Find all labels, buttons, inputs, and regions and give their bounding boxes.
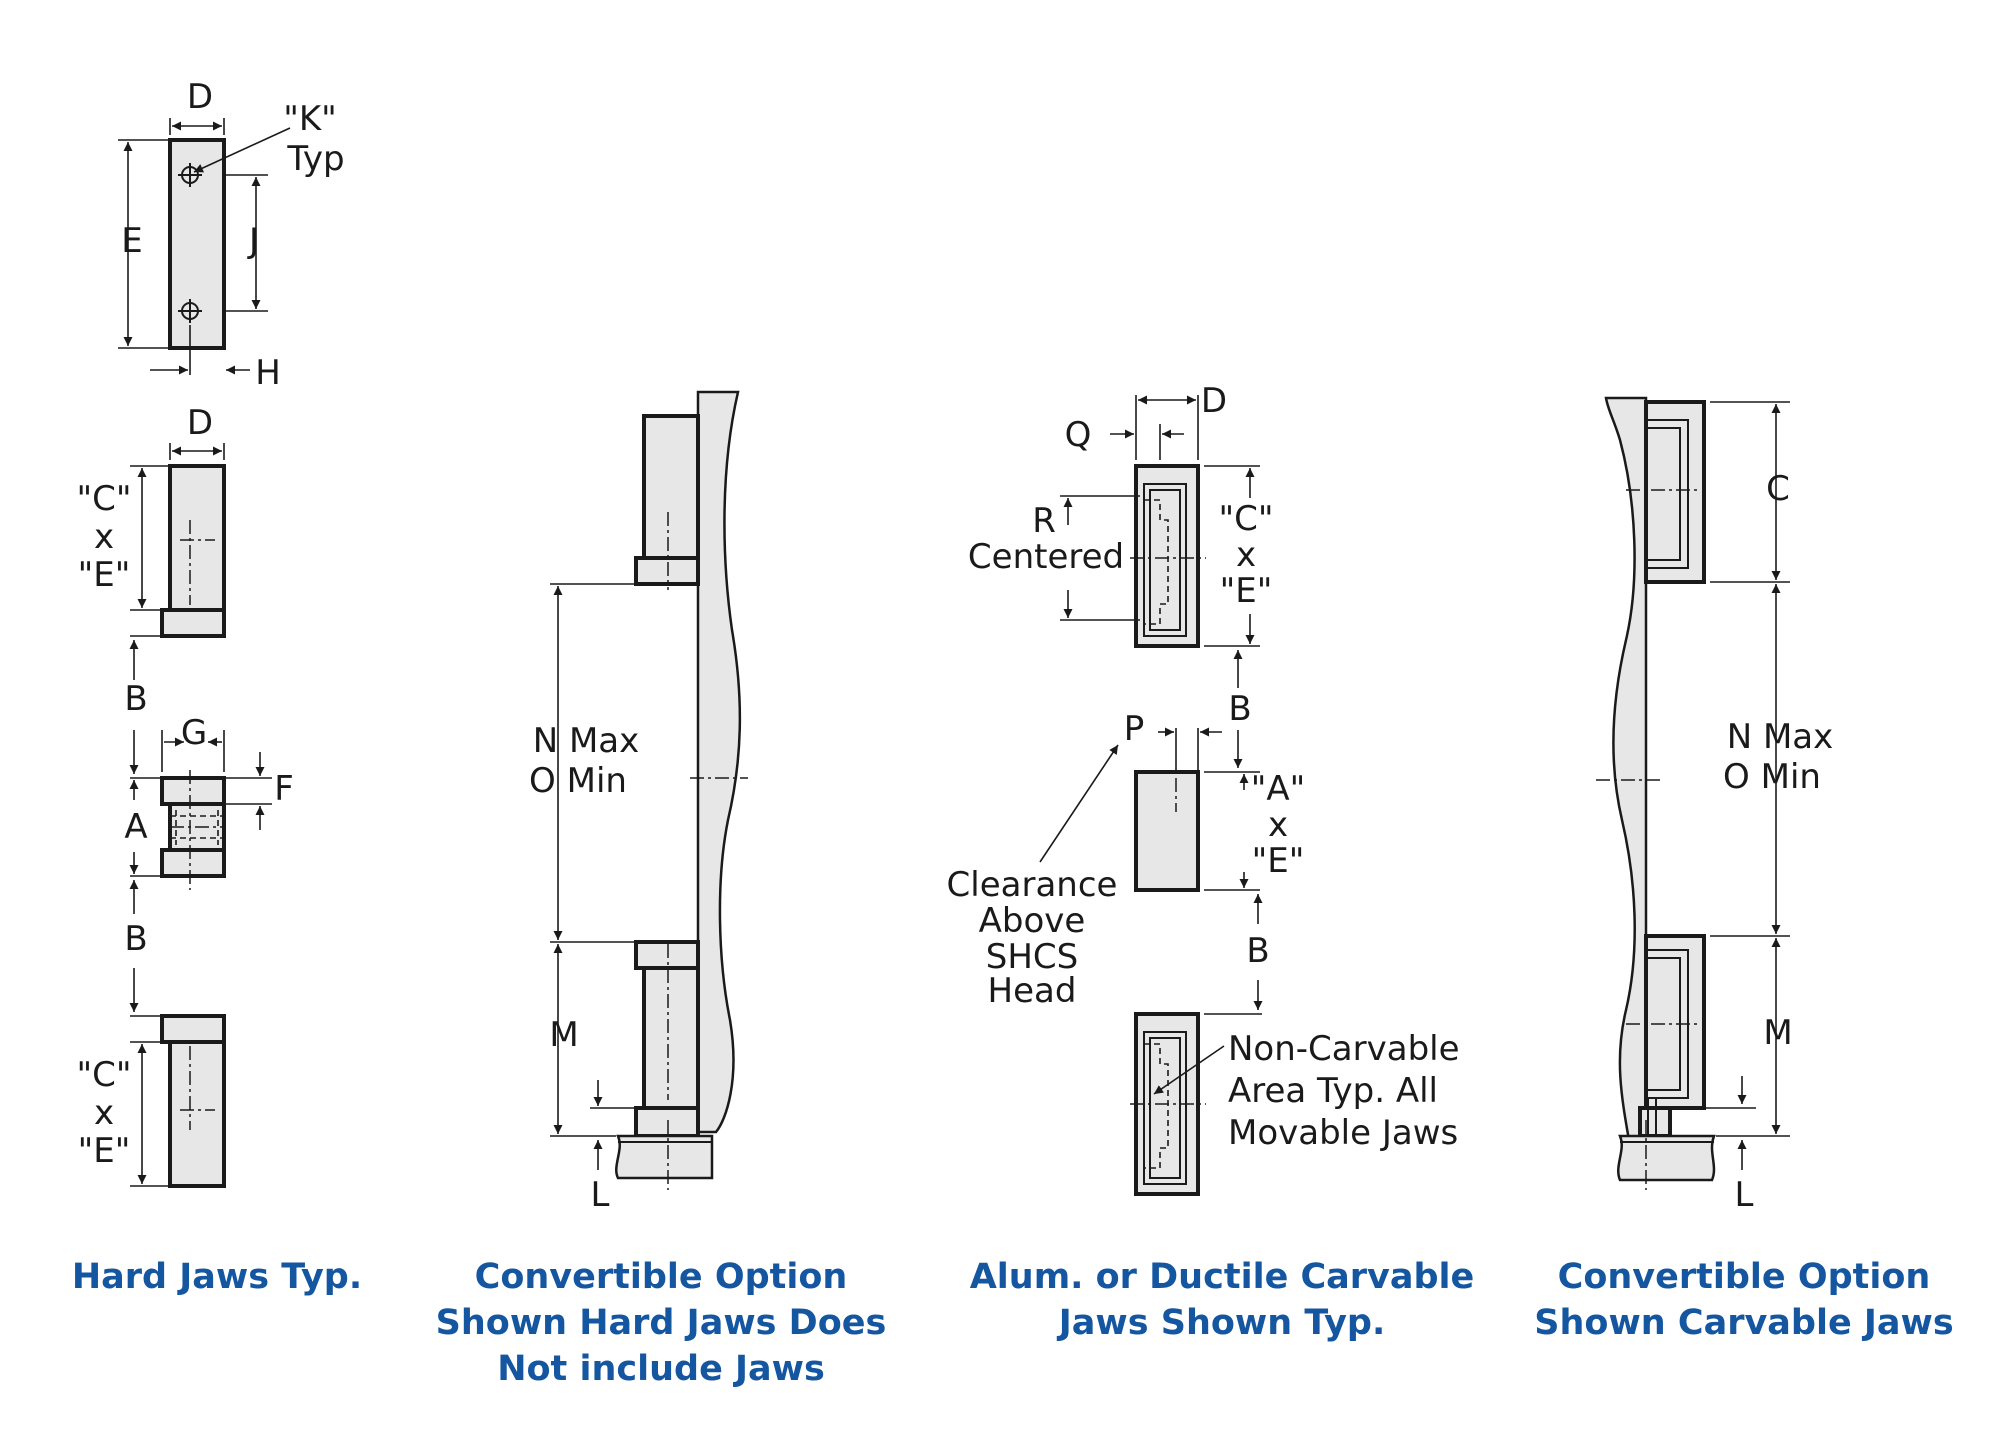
ce-e-label: "E" <box>78 555 131 595</box>
ce-x-label: x <box>94 517 114 557</box>
non-carvable-label-1: Non-Carvable <box>1228 1029 1460 1069</box>
e-label: E <box>121 221 142 261</box>
hard-jaws-panel: D "K" Typ E J H D "C" x "E" B <box>76 77 345 1188</box>
o-min-label: O Min <box>529 761 627 801</box>
d-label-carvable: D <box>1201 381 1227 421</box>
b-lower-carvable: B <box>1246 931 1269 971</box>
x1-label: x <box>1236 535 1256 575</box>
caption-convertible-hard-1: Convertible Option <box>475 1257 848 1297</box>
q-label: Q <box>1065 415 1092 455</box>
caption-convertible-carvable-1: Convertible Option <box>1558 1257 1931 1297</box>
n-max-label: N Max <box>533 721 640 761</box>
clearance-label-1: Clearance <box>947 865 1118 905</box>
l-label: L <box>591 1175 610 1215</box>
b-upper-carvable: B <box>1228 689 1251 729</box>
caption-convertible-carvable-2: Shown Carvable Jaws <box>1534 1303 1953 1343</box>
b-upper-label: B <box>124 679 147 719</box>
d-label: D <box>187 77 213 117</box>
caption-carvable-1: Alum. or Ductile Carvable <box>970 1257 1475 1297</box>
a-label: A <box>124 807 147 847</box>
c-label-convertible: C <box>1766 469 1790 509</box>
f-label: F <box>274 769 294 809</box>
ce2-e-label: "E" <box>78 1131 131 1171</box>
convertible-hard-panel <box>550 390 748 1190</box>
b-lower-label: B <box>124 919 147 959</box>
clearance-label-3: SHCS <box>986 937 1078 977</box>
m-label: M <box>549 1015 578 1055</box>
carvable-panel <box>1039 395 1263 1196</box>
x2-label: x <box>1268 805 1288 845</box>
caption-convertible-hard-2: Shown Hard Jaws Does <box>436 1303 887 1343</box>
e1-label: "E" <box>1220 571 1273 611</box>
hard-jaw-upper-side <box>130 443 226 638</box>
k-typ-label: Typ <box>286 139 344 179</box>
r-label: R <box>1032 501 1056 541</box>
a-label-carvable: "A" <box>1251 769 1306 809</box>
caption-convertible-hard-3: Not include Jaws <box>497 1349 825 1389</box>
hard-jaw-spool <box>129 730 272 890</box>
clearance-label-4: Head <box>988 971 1077 1011</box>
non-carvable-label-2: Area Typ. All <box>1228 1071 1438 1111</box>
o-min-label-2: O Min <box>1723 757 1821 797</box>
d-label-2: D <box>187 403 213 443</box>
caption-hard-jaws: Hard Jaws Typ. <box>72 1257 362 1297</box>
ce2-c-label: "C" <box>76 1055 131 1095</box>
hard-jaw-lower-side <box>130 1014 226 1188</box>
hard-jaw-top-view <box>118 118 291 375</box>
n-max-label-2: N Max <box>1727 717 1834 757</box>
caption-carvable-2: Jaws Shown Typ. <box>1057 1303 1385 1343</box>
centered-label: Centered <box>968 537 1124 577</box>
non-carvable-label-3: Movable Jaws <box>1228 1113 1458 1153</box>
clearance-label-2: Above <box>979 901 1086 941</box>
m-label-2: M <box>1763 1013 1792 1053</box>
convertible-carvable-panel <box>1596 396 1790 1190</box>
p-label: P <box>1124 709 1145 749</box>
c-label-carvable: "C" <box>1218 499 1273 539</box>
g-label: G <box>181 713 207 753</box>
ce-c-label: "C" <box>76 479 131 519</box>
e2-label: "E" <box>1252 841 1305 881</box>
j-label: J <box>247 221 259 261</box>
k-label: "K" <box>283 99 337 139</box>
l-label-2: L <box>1735 1175 1754 1215</box>
h-label: H <box>255 353 281 393</box>
ce2-x-label: x <box>94 1093 114 1133</box>
